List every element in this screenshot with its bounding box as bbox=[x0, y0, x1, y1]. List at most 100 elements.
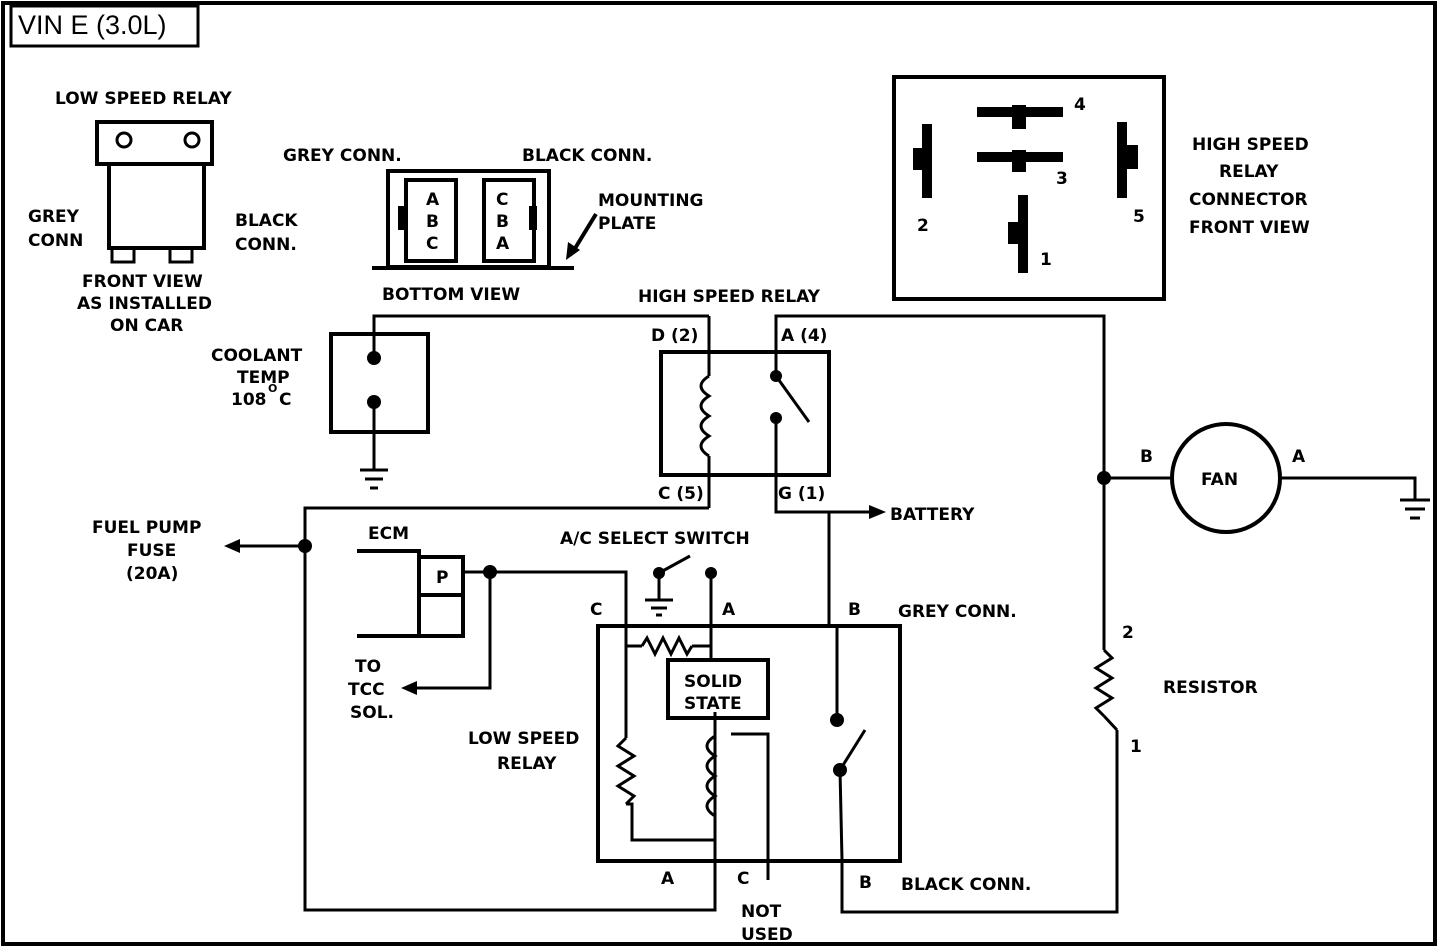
grey-pin-b: B bbox=[426, 212, 439, 232]
pin-5-tab bbox=[1127, 145, 1138, 169]
grey-pin-c: C bbox=[426, 234, 438, 254]
ac-switch-label: A/C SELECT SWITCH bbox=[560, 529, 750, 549]
fuse-rating: (20A) bbox=[126, 564, 178, 584]
black-pin-b: B bbox=[496, 212, 509, 232]
resistor-lead bbox=[1102, 714, 1119, 732]
pin-2-tab bbox=[913, 148, 925, 170]
black-conn-label: BLACK bbox=[235, 211, 298, 231]
temp-unit: C bbox=[279, 390, 291, 410]
fan-label: FAN bbox=[1201, 470, 1238, 490]
black-pin-c-label: C bbox=[737, 869, 749, 889]
fan-pin-a-label: A bbox=[1292, 447, 1306, 467]
low-speed-relay-title: LOW SPEED RELAY bbox=[55, 89, 232, 109]
high-speed-relay-label: HIGH SPEED RELAY bbox=[638, 287, 821, 307]
grey-conn-label-2: CONN bbox=[28, 231, 83, 251]
ecm-box bbox=[357, 549, 421, 638]
fuse-label: FUSE bbox=[127, 541, 176, 561]
mount-hole-left-icon bbox=[115, 131, 133, 149]
high-speed-connector-view: 4 3 2 5 1 HIGH SPEED RELAY CONNECTOR FRO… bbox=[892, 75, 1310, 301]
tcc-label: TCC bbox=[348, 680, 385, 700]
pin-4-tab bbox=[1012, 105, 1026, 129]
front-view-caption: FRONT VIEW bbox=[82, 272, 203, 292]
fan-pin-b-label: B bbox=[1140, 447, 1153, 467]
as-installed-caption: AS INSTALLED bbox=[77, 294, 212, 314]
black-conn-label-schematic: BLACK CONN. bbox=[901, 875, 1031, 895]
grey-conn-key bbox=[398, 206, 406, 230]
mounting-arrow-head-icon bbox=[566, 242, 580, 260]
tcc-arrow-icon bbox=[401, 681, 417, 695]
relay-switch-arm bbox=[774, 375, 811, 423]
pin-3-tab bbox=[1012, 150, 1026, 172]
wire-ecm-to-grey-c bbox=[490, 570, 628, 626]
resistor-label: RESISTOR bbox=[1163, 678, 1258, 698]
coolant-contact-top bbox=[367, 351, 381, 365]
fuel-pump-label: FUEL PUMP bbox=[92, 518, 201, 538]
bottom-view-caption: BOTTOM VIEW bbox=[382, 285, 520, 305]
hs-connector-label-1: HIGH SPEED bbox=[1192, 135, 1309, 155]
relay-mount-tab bbox=[95, 120, 214, 166]
coolant-label: COOLANT bbox=[211, 346, 303, 366]
not-used-label-2: USED bbox=[741, 925, 793, 945]
title-box bbox=[9, 4, 200, 48]
plate-label: PLATE bbox=[598, 214, 656, 234]
grey-pin-b-label: B bbox=[848, 600, 861, 620]
low-speed-relay-box bbox=[596, 624, 902, 863]
wire-black-b-to-resistor bbox=[838, 730, 1119, 914]
pin-2-label: 2 bbox=[917, 216, 929, 236]
solid-state-label-2: STATE bbox=[684, 694, 742, 714]
relay-body bbox=[107, 162, 206, 250]
low-speed-relay-label-2: RELAY bbox=[497, 754, 557, 774]
wire-to-tcc bbox=[415, 572, 492, 690]
fuel-pump-arrow-icon bbox=[224, 539, 240, 553]
low-switch-arm bbox=[838, 729, 867, 771]
small-resistor-icon bbox=[640, 634, 694, 658]
ecm-p-terminal: P bbox=[436, 568, 448, 588]
wire-resistor-to-coil bbox=[626, 802, 715, 842]
pin-5-blade bbox=[1117, 122, 1127, 198]
pin-1-label: 1 bbox=[1040, 250, 1052, 270]
relay-pin-right bbox=[168, 246, 194, 264]
pin-d2-label: D (2) bbox=[651, 326, 698, 346]
black-conn-key bbox=[529, 206, 537, 230]
temp-label: TEMP bbox=[237, 368, 290, 388]
grey-pin-a: A bbox=[426, 190, 440, 210]
wire-fan-to-ground bbox=[1280, 476, 1417, 500]
bottom-grey-conn-label: GREY CONN. bbox=[283, 146, 402, 166]
connector-face bbox=[892, 75, 1166, 301]
ecm-label: ECM bbox=[368, 524, 409, 544]
pin-g1-label: G (1) bbox=[778, 484, 825, 504]
bottom-housing bbox=[386, 169, 551, 269]
not-used-label-1: NOT bbox=[741, 902, 782, 922]
on-car-caption: ON CAR bbox=[110, 316, 183, 336]
mounting-label: MOUNTING bbox=[598, 191, 704, 211]
wire-g1-to-battery bbox=[774, 418, 878, 514]
relay-coil-icon bbox=[699, 374, 712, 458]
black-pin-a: A bbox=[496, 234, 510, 254]
grey-pin-a-label: A bbox=[722, 600, 736, 620]
pin-a4-label: A (4) bbox=[781, 326, 827, 346]
solid-state-label-1: SOLID bbox=[684, 672, 742, 692]
large-resistor-icon bbox=[615, 736, 637, 806]
degree-symbol: O bbox=[268, 382, 277, 395]
resistor-small-lead bbox=[624, 626, 642, 648]
mounting-arrow-line bbox=[572, 212, 598, 252]
grey-conn-label-schematic: GREY CONN. bbox=[898, 602, 1017, 622]
wire-coolant-to-d2 bbox=[372, 314, 709, 358]
low-speed-relay-label-1: LOW SPEED bbox=[468, 729, 579, 749]
pin-2-blade bbox=[922, 124, 932, 198]
solid-state-module bbox=[666, 658, 770, 720]
grey-conn-label: GREY bbox=[28, 207, 80, 227]
pin-5-label: 5 bbox=[1133, 207, 1145, 227]
wire-not-used bbox=[731, 732, 770, 880]
relay-bottom-view: GREY CONN. BLACK CONN. A B C C B A MOUNT… bbox=[283, 146, 704, 305]
coolant-temp-switch bbox=[329, 332, 430, 434]
battery-arrow-icon bbox=[869, 505, 886, 519]
pin-c5-label: C (5) bbox=[658, 484, 704, 504]
resistor-pin-1: 1 bbox=[1130, 737, 1142, 757]
tcc-sol-label: SOL. bbox=[350, 703, 394, 723]
low-relay-coil-icon bbox=[705, 734, 718, 818]
diagram-title: VIN E (3.0L) bbox=[18, 10, 167, 40]
hs-connector-label-4: FRONT VIEW bbox=[1189, 218, 1310, 238]
